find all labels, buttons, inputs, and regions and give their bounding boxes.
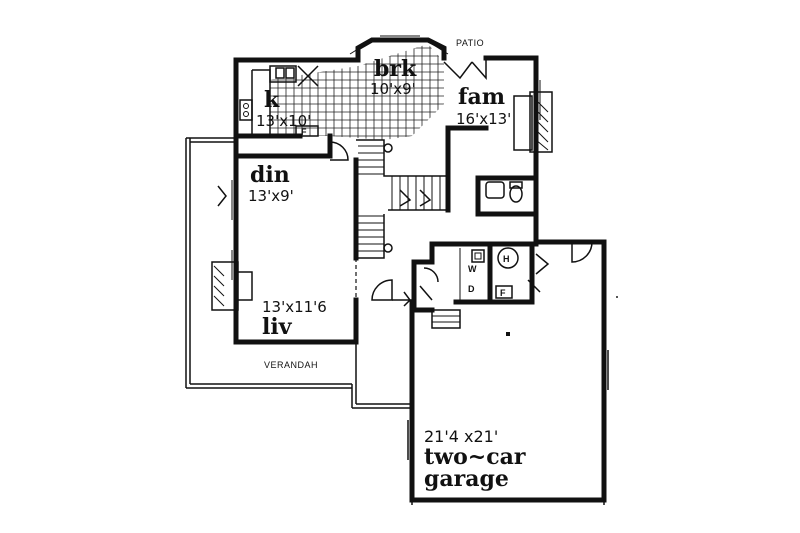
garage-name-line1: two~car (424, 444, 526, 470)
windows (231, 35, 541, 280)
dryer-label: D (468, 284, 475, 294)
kitchen-name: k (264, 87, 280, 113)
family-dims: 16'x13' (456, 110, 511, 128)
dining-name: din (250, 162, 290, 188)
living-fireplace (211, 261, 253, 311)
powder-room (485, 181, 523, 203)
dining-dims: 13'x9' (248, 187, 294, 205)
furnace-label: F (500, 288, 506, 298)
living-dims: 13'x11'6 (262, 298, 327, 316)
staircase (355, 139, 448, 300)
heater-label: H (503, 254, 510, 264)
living-name: liv (262, 314, 293, 340)
patio-label: PATIO (456, 38, 484, 48)
family-name: fam (458, 84, 505, 110)
doors (217, 60, 550, 307)
interior-walls (233, 125, 539, 313)
exterior-walls (233, 37, 539, 345)
kitchen-dims: 13'x10' (256, 112, 311, 130)
breakfast-dims: 10'x9' (370, 80, 416, 98)
washer-label: W (468, 264, 477, 274)
family-fireplace (513, 91, 553, 153)
garage-dims: 21'4 x21' (424, 427, 498, 446)
garage-name-line2: garage (424, 466, 509, 492)
breakfast-name: brk (374, 56, 417, 82)
kitchen-counters: F (239, 65, 319, 138)
verandah (185, 137, 412, 409)
laundry: W D H F (431, 247, 519, 329)
fridge-label: F (301, 127, 307, 137)
verandah-label: VERANDAH (264, 360, 318, 370)
garage-walls (407, 239, 609, 505)
